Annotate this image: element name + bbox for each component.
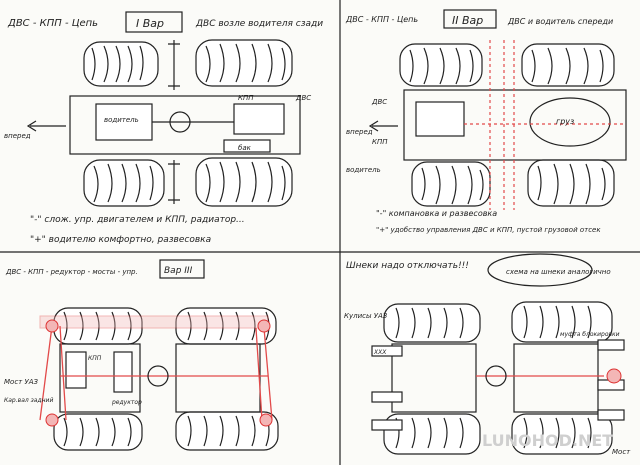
q1-plus-text: "+" водителю комфортно, развесовка — [30, 235, 211, 245]
q1-tank-label: бак — [238, 144, 252, 152]
q1-engine-box — [233, 103, 285, 135]
q3-scheme-text: ДВС - КПП - редуктор - мосты - упр. — [5, 268, 138, 276]
q1-variant-frame — [125, 11, 183, 33]
q3-wheels — [53, 307, 279, 451]
q1-forward-label: вперед — [4, 132, 31, 140]
q4-note-bubble — [487, 253, 593, 287]
q3-reducer-label: редуктор — [111, 399, 142, 406]
q2-cargo-label: груз — [556, 117, 574, 126]
q3-variant-frame — [159, 259, 205, 279]
q2-forward-label: вперед — [346, 128, 373, 136]
q4-front-hull — [391, 343, 477, 413]
quadrant-3 — [39, 307, 279, 451]
q1-diff — [169, 111, 191, 133]
q2-driver-label: водитель — [346, 166, 381, 174]
q4-axle-label: Мост — [612, 448, 631, 456]
q2-forward-arrow — [368, 120, 398, 132]
q1-variant-text: I Вар — [136, 17, 164, 30]
q3-axle-label: Мост УАЗ — [4, 378, 39, 386]
q2-plus-text: "+" удобство управления ДВС и КПП, пусто… — [376, 226, 601, 234]
q2-variant-frame — [443, 9, 497, 29]
q2-dvs-label: ДВС — [371, 98, 387, 106]
q2-hull — [403, 89, 627, 161]
q1-scheme-text: ДВС - КПП - Цепь — [7, 18, 98, 29]
q2-minus-text: "-" компановка и развесовка — [376, 209, 497, 218]
q2-wheels — [399, 43, 615, 207]
quadrant-4 — [371, 253, 625, 455]
q1-note-text: ДВС возле водителя сзади — [195, 19, 323, 29]
quadrant-1 — [26, 39, 301, 207]
q2-cargo — [529, 97, 611, 147]
q3-kpp-box — [65, 351, 87, 389]
q2-note-text: ДВС и водитель спереди — [507, 17, 613, 26]
q2-engine-box — [415, 101, 465, 137]
q2-variant-text: II Вар — [452, 14, 483, 27]
q2-kpp-label: КПП — [372, 138, 388, 146]
watermark: LUNOHOD.NET — [482, 431, 613, 450]
q1-forward-arrow — [26, 120, 66, 132]
q1-tank-box — [223, 139, 271, 153]
q4-shaft-label: XXX — [373, 349, 387, 356]
q4-boxes-label: Кулисы УАЗ — [344, 312, 388, 320]
q1-dvs-label: ДВС — [295, 94, 311, 102]
q3-rear-hull — [175, 343, 261, 413]
q4-brake-label: муфта блокировки — [560, 331, 620, 338]
q3-reducer-box — [113, 351, 133, 393]
q3-kpp-label: КПП — [88, 355, 102, 362]
q4-title-text: Шнеки надо отключать!!! — [346, 261, 469, 271]
q1-wheels — [83, 39, 293, 207]
q3-shaft-label: Кар.вал задний — [4, 397, 53, 404]
quadrant-2 — [368, 40, 627, 210]
q1-hull — [69, 95, 301, 155]
q1-driver-label: водитель — [104, 116, 139, 124]
q3-variant-text: Вар III — [164, 266, 193, 276]
q2-scheme-text: ДВС - КПП - Цепь — [345, 15, 418, 24]
q3-front-hull — [59, 343, 141, 413]
q4-wheels — [383, 301, 613, 455]
q1-kpp-label: КПП — [238, 94, 254, 102]
q4-rear-hull — [513, 343, 599, 413]
q1-minus-text: "-" слож. упр. двигателем и КПП, радиато… — [30, 215, 245, 225]
q4-note-text: схема на шнеки аналогично — [506, 268, 611, 276]
